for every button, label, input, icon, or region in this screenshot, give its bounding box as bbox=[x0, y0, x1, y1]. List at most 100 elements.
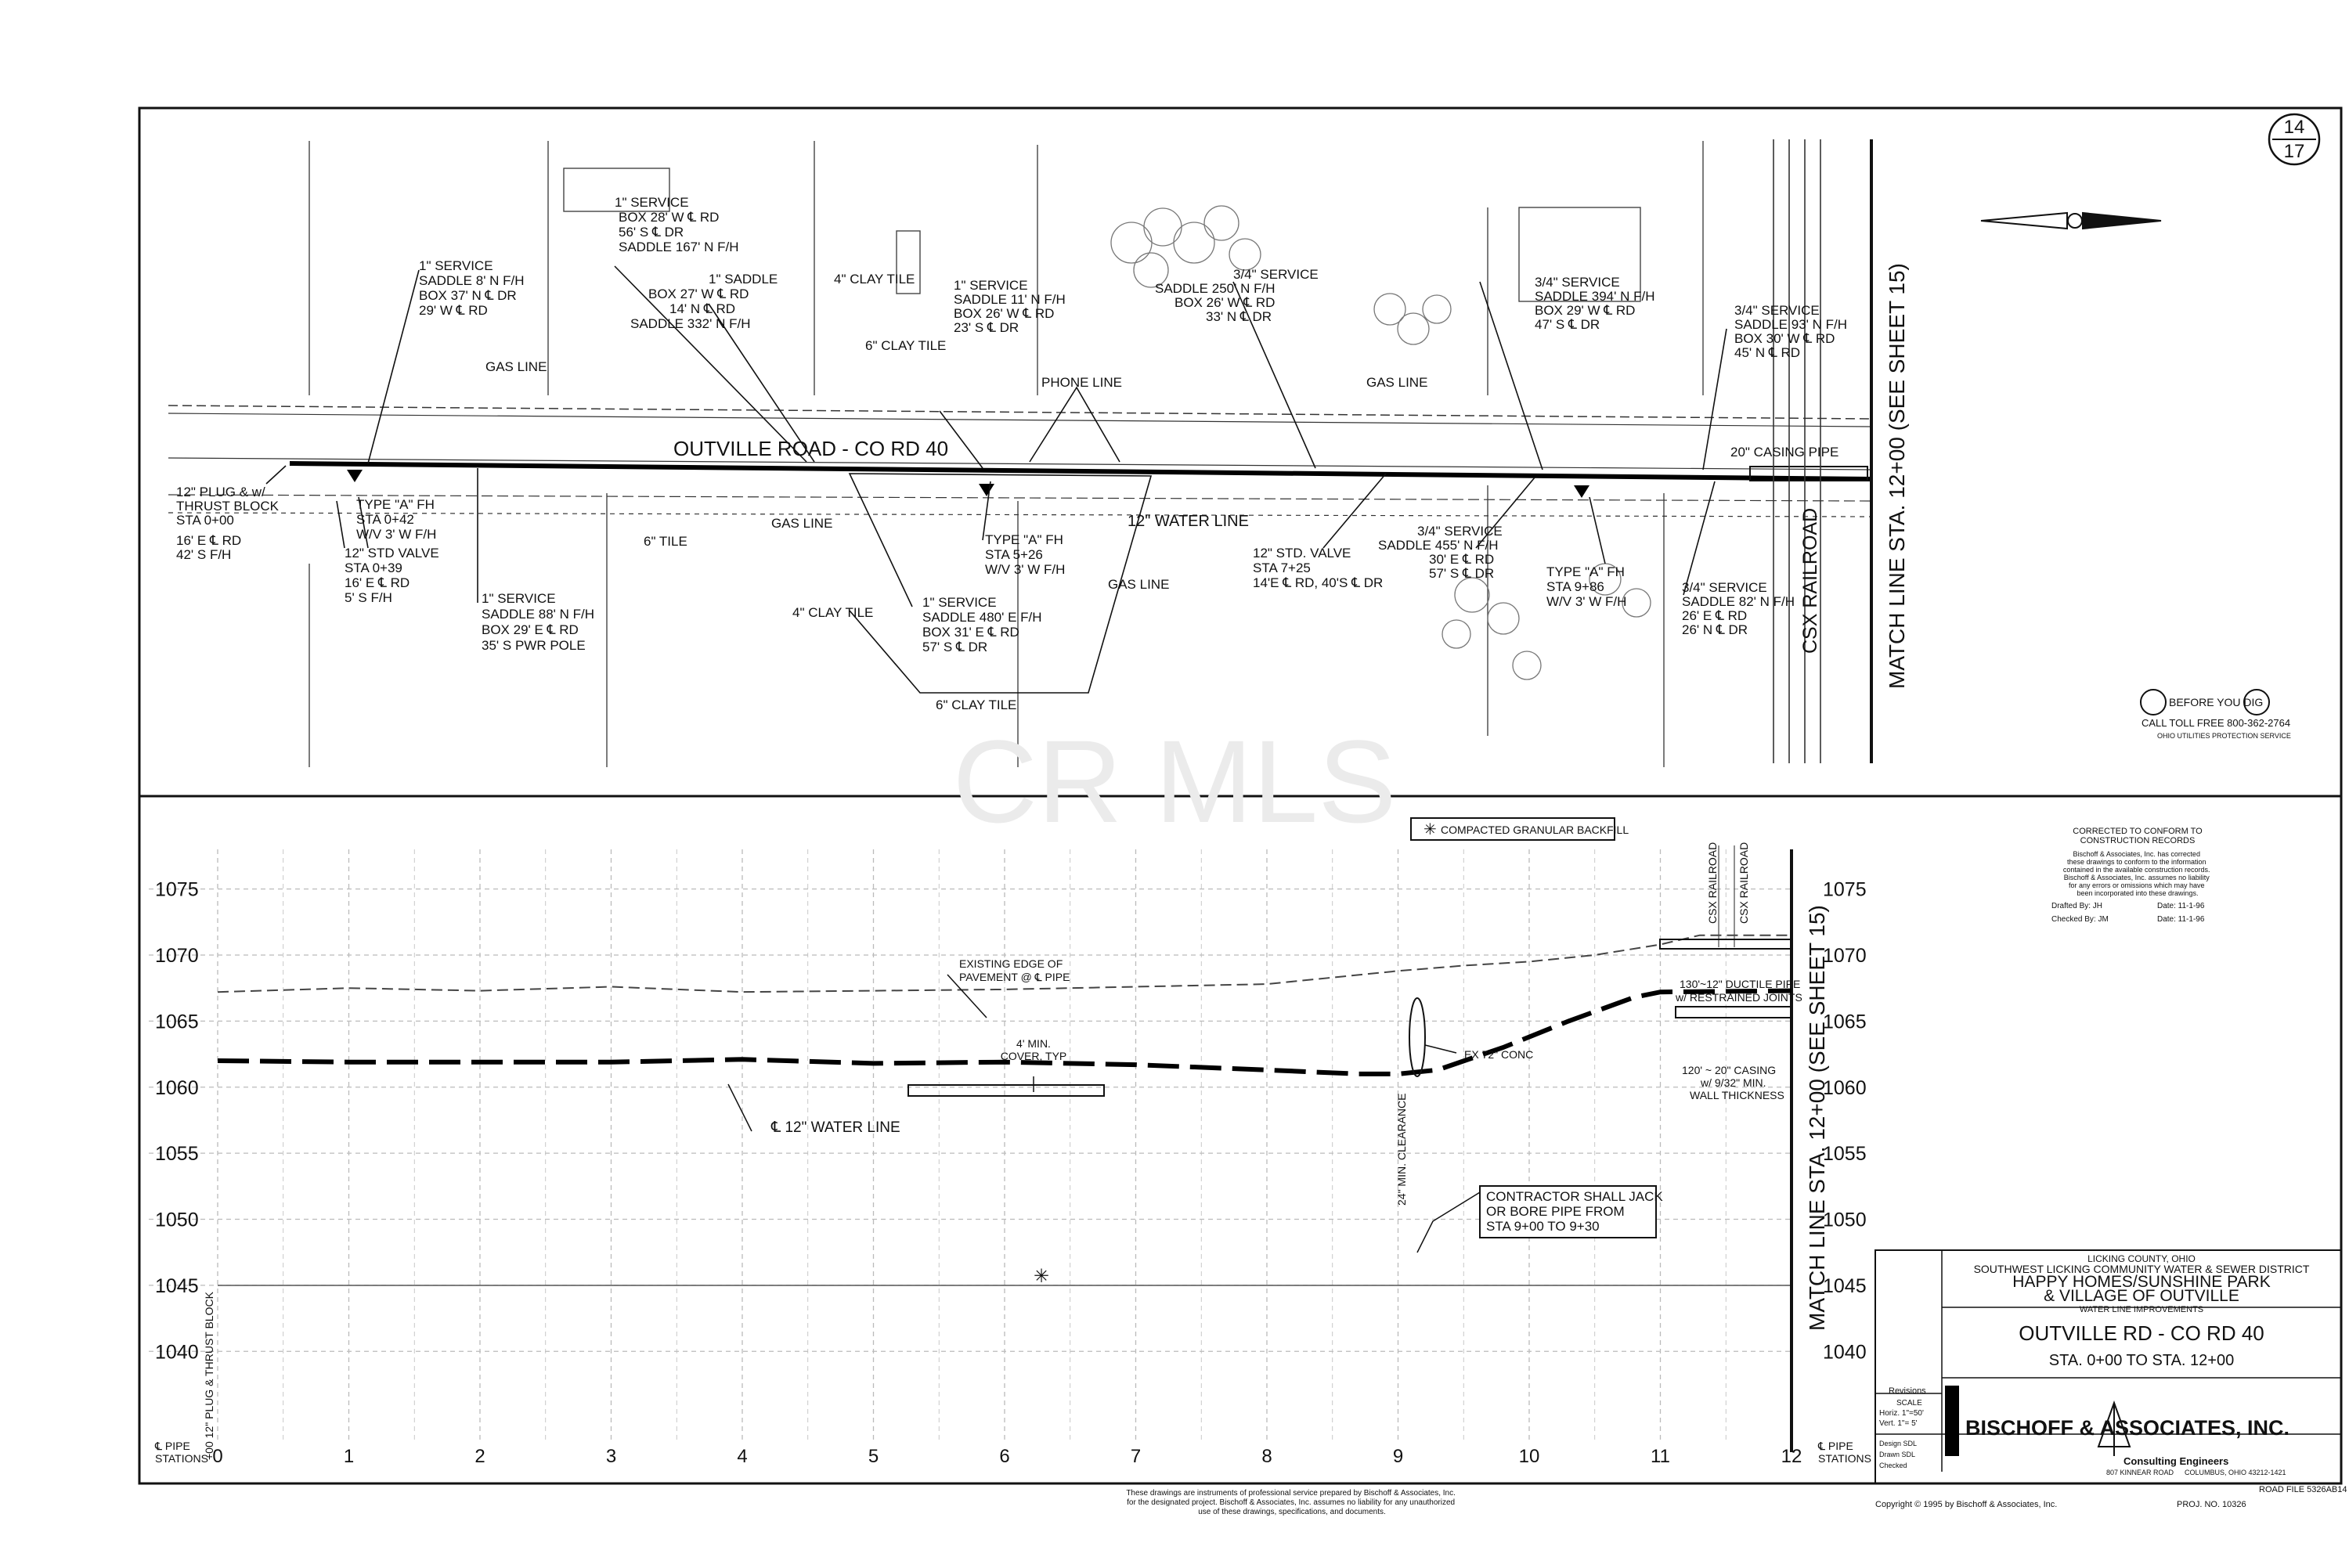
firm-address: 807 KINNEAR ROAD bbox=[2106, 1469, 2174, 1476]
copyright: Copyright © 1995 by Bischoff & Associate… bbox=[1875, 1500, 2057, 1509]
station-tick-label: 2 bbox=[474, 1446, 485, 1467]
elevation-tick-label: 1050 bbox=[1823, 1209, 1867, 1231]
water-line-label: 12" WATER LINE bbox=[1128, 513, 1249, 530]
elevation-tick-label: 1040 bbox=[1823, 1341, 1867, 1363]
project-line-1: HAPPY HOMES/SUNSHINE PARK bbox=[2012, 1273, 2270, 1291]
north-arrow-icon bbox=[1980, 211, 2162, 230]
elevation-tick-label: 1065 bbox=[1823, 1011, 1867, 1033]
station-tick-label: 10 bbox=[1519, 1446, 1540, 1467]
elevation-tick-label: 1060 bbox=[155, 1077, 199, 1099]
annotation-min-clearance: 24" MIN. CLEARANCE bbox=[1395, 1094, 1408, 1206]
railroad-label: CSX RAILROAD bbox=[1799, 508, 1821, 654]
horiz-scale: Horiz. 1"=50' bbox=[1879, 1409, 1924, 1418]
station-tick-label: 9 bbox=[1393, 1446, 1403, 1467]
project-line-2: & VILLAGE OF OUTVILLE bbox=[2044, 1287, 2239, 1305]
backfill-legend: ✳ COMPACTED GRANULAR BACKFILL bbox=[1410, 817, 1629, 841]
station-tick-label: 8 bbox=[1261, 1446, 1272, 1467]
label-clay-tile-6a: 6" CLAY TILE bbox=[865, 338, 946, 353]
elevation-tick-label: 1070 bbox=[155, 945, 199, 967]
sheet-title: OUTVILLE RD - CO RD 40 bbox=[2019, 1321, 2264, 1345]
annotation-plug-thrust: +00 12" PLUG & THRUST BLOCK bbox=[203, 1291, 215, 1460]
label-clay-tile-6b: 6" CLAY TILE bbox=[936, 697, 1016, 712]
sheet-range: STA. 0+00 TO STA. 12+00 bbox=[2049, 1352, 2234, 1369]
phone-line-label: PHONE LINE bbox=[1041, 375, 1122, 390]
station-tick-label: 1 bbox=[344, 1446, 354, 1467]
elevation-tick-label: 1075 bbox=[1823, 879, 1867, 901]
ductile-pipe-marker bbox=[1659, 939, 1792, 950]
firm-logo-icon bbox=[1945, 1386, 2131, 1456]
station-tick-label: 11 bbox=[1651, 1446, 1670, 1467]
firm-city: COLUMBUS, OHIO 43212-1421 bbox=[2185, 1469, 2286, 1476]
vert-scale: Vert. 1"= 5' bbox=[1879, 1419, 1918, 1428]
scale-label: SCALE bbox=[1896, 1399, 1922, 1408]
backfill-symbol-icon: ✳ bbox=[1034, 1266, 1049, 1287]
label-clay-tile-4a: 4" CLAY TILE bbox=[834, 272, 915, 287]
casing-pipe-plan bbox=[1749, 466, 1868, 481]
elevation-tick-label: 1045 bbox=[155, 1275, 199, 1297]
existing-pavement-line bbox=[217, 934, 1792, 993]
annotation-water-line: ℄ 12" WATER LINE bbox=[770, 1119, 900, 1136]
station-tick-label: 6 bbox=[999, 1446, 1009, 1467]
checked-by: Checked By: JM bbox=[2051, 915, 2109, 924]
culvert-icon bbox=[1409, 997, 1426, 1077]
drawn-by: Drawn SDL bbox=[1879, 1451, 1915, 1458]
sheet-total: 17 bbox=[2284, 141, 2305, 162]
elevation-tick-label: 1070 bbox=[1823, 945, 1867, 967]
plan-matchline-label: MATCH LINE STA. 12+00 (SEE SHEET 15) bbox=[1885, 263, 1909, 689]
annotation-ex-conc: EX 72" CONC bbox=[1464, 1048, 1533, 1061]
leader-lines bbox=[265, 265, 1727, 694]
elevation-tick-label: 1050 bbox=[155, 1209, 199, 1231]
label-gas-line-3: GAS LINE bbox=[1108, 577, 1169, 592]
water-line-profile bbox=[217, 988, 1792, 1076]
revisions-label: Revisions bbox=[1889, 1386, 1926, 1396]
railroad-casing-marker bbox=[1675, 1006, 1792, 1018]
label-gas-line-2: GAS LINE bbox=[771, 516, 832, 531]
drafted-by: Drafted By: JH bbox=[2051, 902, 2102, 910]
csx-label-1: CSX RAILROAD bbox=[1706, 842, 1719, 924]
property-lines bbox=[309, 141, 1704, 767]
station-tick-label: 4 bbox=[737, 1446, 747, 1467]
csx-label-2: CSX RAILROAD bbox=[1737, 842, 1750, 924]
firm-subtitle: Consulting Engineers bbox=[2123, 1455, 2228, 1467]
design-by: Design SDL bbox=[1879, 1440, 1917, 1447]
project-number: PROJ. NO. 10326 bbox=[2177, 1500, 2246, 1509]
checked-label: Checked bbox=[1879, 1462, 1907, 1469]
elevation-tick-label: 1065 bbox=[155, 1011, 199, 1033]
pipe-casing-segment bbox=[907, 1084, 1105, 1097]
plan-view: MATCH LINE STA. 12+00 (SEE SHEET 15) OUT… bbox=[168, 139, 2291, 767]
station-tick-label: 7 bbox=[1131, 1446, 1141, 1467]
road-file-number: ROAD FILE 5326AB14 bbox=[2259, 1485, 2347, 1494]
firm-name: BISCHOFF & ASSOCIATES, INC. bbox=[1965, 1416, 2289, 1440]
profile-grid bbox=[149, 849, 1792, 1440]
fire-hydrant-icons bbox=[347, 470, 1589, 498]
station-tick-label: 5 bbox=[868, 1446, 879, 1467]
station-tick-label: 3 bbox=[606, 1446, 616, 1467]
county: LICKING COUNTY, OHIO bbox=[2087, 1253, 2196, 1264]
elevation-tick-label: 1060 bbox=[1823, 1077, 1867, 1099]
oups-line-1: BEFORE YOU DIG bbox=[2169, 696, 2263, 708]
ohio-utilities-badge: BEFORE YOU DIG CALL TOLL FREE 800-362-27… bbox=[2140, 689, 2291, 740]
elevation-tick-label: 1075 bbox=[155, 879, 199, 901]
project-subtitle: WATER LINE IMPROVEMENTS bbox=[2080, 1305, 2203, 1314]
watermark: CR MLS bbox=[953, 716, 1397, 847]
profile-matchline-label: MATCH LINE STA. 12+00 (SEE SHEET 15) bbox=[1805, 905, 1829, 1331]
water-line-route bbox=[289, 461, 1872, 481]
